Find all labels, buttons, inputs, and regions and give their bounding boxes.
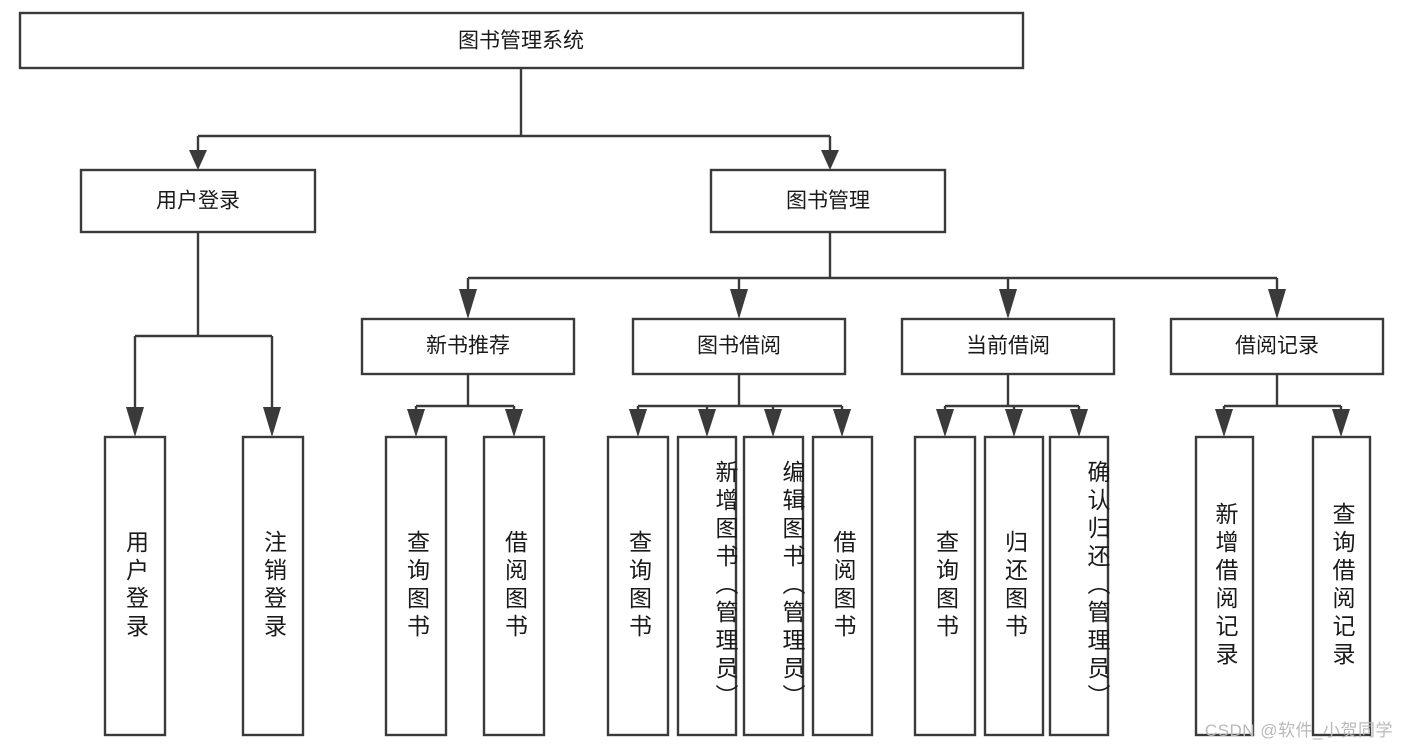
leaf-box-currentborrow-confirm-return-admin[interactable] (1048, 435, 1110, 737)
arrow-head-newbook-leaf-2 (505, 409, 523, 437)
node-root-book-management-system[interactable] (18, 11, 1025, 70)
leaf-box-newbook-borrow-book[interactable] (482, 435, 546, 737)
node-book-borrow-label: 图书借阅 (697, 335, 781, 358)
arrow-head-bookborrow-leaf-4 (833, 409, 851, 437)
csdn-watermark: CSDN @软件_小贺同学 (1204, 721, 1393, 740)
node-user-login[interactable] (79, 168, 317, 234)
node-book-management-label: 图书管理 (786, 190, 870, 213)
node-current-borrow-label: 当前借阅 (966, 335, 1050, 358)
arrow-head-newbook-leaf-1 (407, 409, 425, 437)
arrow-head-current-borrow (999, 289, 1017, 319)
arrow-head-new-book (459, 289, 477, 319)
leaf-box-newbook-query-book[interactable] (384, 435, 448, 737)
leaf-box-bookborrow-borrow-book[interactable] (811, 435, 874, 737)
node-book-borrow[interactable] (631, 317, 847, 376)
node-book-management[interactable] (709, 168, 947, 234)
node-root-label: 图书管理系统 (458, 30, 584, 53)
connector-userlogin-to-leaves (126, 232, 281, 437)
arrow-head-borrowrecord-leaf-1 (1215, 409, 1233, 437)
leaf-box-bookborrow-edit-book-admin[interactable] (742, 435, 805, 737)
node-new-book-recommend[interactable] (360, 317, 576, 376)
leaf-box-bookborrow-add-book-admin[interactable] (676, 435, 738, 737)
node-user-login-label: 用户登录 (156, 190, 240, 213)
connector-borrowrecord-to-leaves (1215, 374, 1350, 437)
leaf-box-user-login-login[interactable] (103, 435, 167, 737)
arrow-head-book-borrow (730, 289, 748, 319)
node-borrow-record[interactable] (1169, 317, 1385, 376)
arrow-head-bookborrow-leaf-3 (764, 409, 782, 437)
arrow-head-leaf-logout (263, 407, 281, 437)
leaf-box-currentborrow-query-book[interactable] (913, 435, 977, 737)
leaf-box-currentborrow-return-book[interactable] (983, 435, 1045, 737)
arrow-head-user-login (189, 150, 207, 170)
arrow-head-bookborrow-leaf-2 (698, 409, 716, 437)
arrow-head-borrow-record (1268, 289, 1286, 319)
connector-bookmanage-to-level3 (459, 232, 1286, 319)
arrow-head-currentborrow-leaf-3 (1070, 409, 1088, 437)
connector-root-to-level2 (189, 68, 839, 170)
arrow-head-leaf-user-login (126, 407, 144, 437)
leaf-box-bookborrow-query-book[interactable] (606, 435, 670, 737)
arrow-head-borrowrecord-leaf-2 (1332, 409, 1350, 437)
arrow-head-bookborrow-leaf-1 (629, 409, 647, 437)
leaf-box-borrowrecord-add-record[interactable] (1194, 435, 1255, 737)
arrow-head-currentborrow-leaf-2 (1005, 409, 1023, 437)
node-new-book-recommend-label: 新书推荐 (426, 335, 510, 358)
connector-currentborrow-to-leaves (936, 374, 1088, 437)
arrow-head-book-manage (821, 150, 839, 170)
connector-bookborrow-to-leaves (629, 374, 851, 437)
node-current-borrow[interactable] (900, 317, 1116, 376)
node-borrow-record-label: 借阅记录 (1235, 335, 1319, 358)
connector-newbook-to-leaves (407, 374, 523, 437)
leaf-box-user-login-logout[interactable] (241, 435, 305, 737)
leaf-box-borrowrecord-query-record[interactable] (1311, 435, 1372, 737)
arrow-head-currentborrow-leaf-1 (936, 409, 954, 437)
